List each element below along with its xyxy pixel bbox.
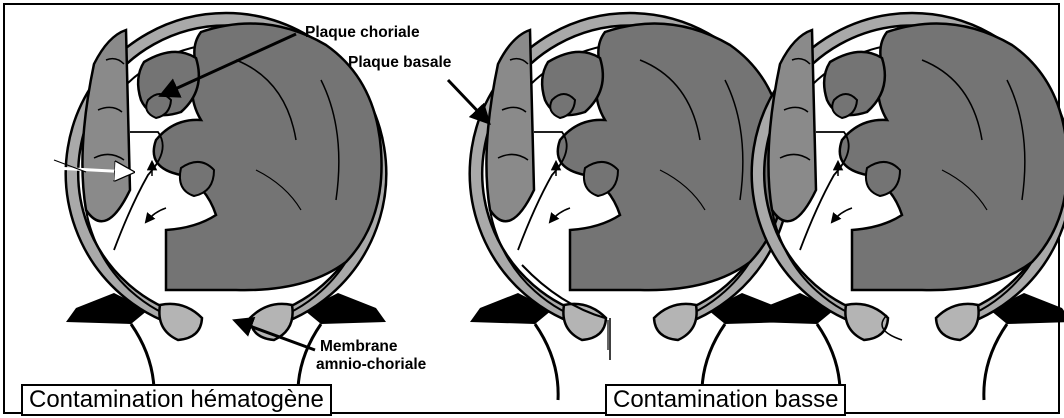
uterus-ascending [470,19,790,400]
caption-ascending: Contamination basse [605,384,846,416]
label-plaque-basale: Plaque basale [348,54,451,71]
label-membrane-line1: Membrane [320,338,398,355]
uterus-third [752,19,1064,400]
leader-plaque-basale [448,80,488,122]
label-membrane-line2: amnio-choriale [316,356,426,373]
caption-hematogenous: Contamination hématogène [21,384,332,416]
label-plaque-choriale: Plaque choriale [305,24,420,41]
